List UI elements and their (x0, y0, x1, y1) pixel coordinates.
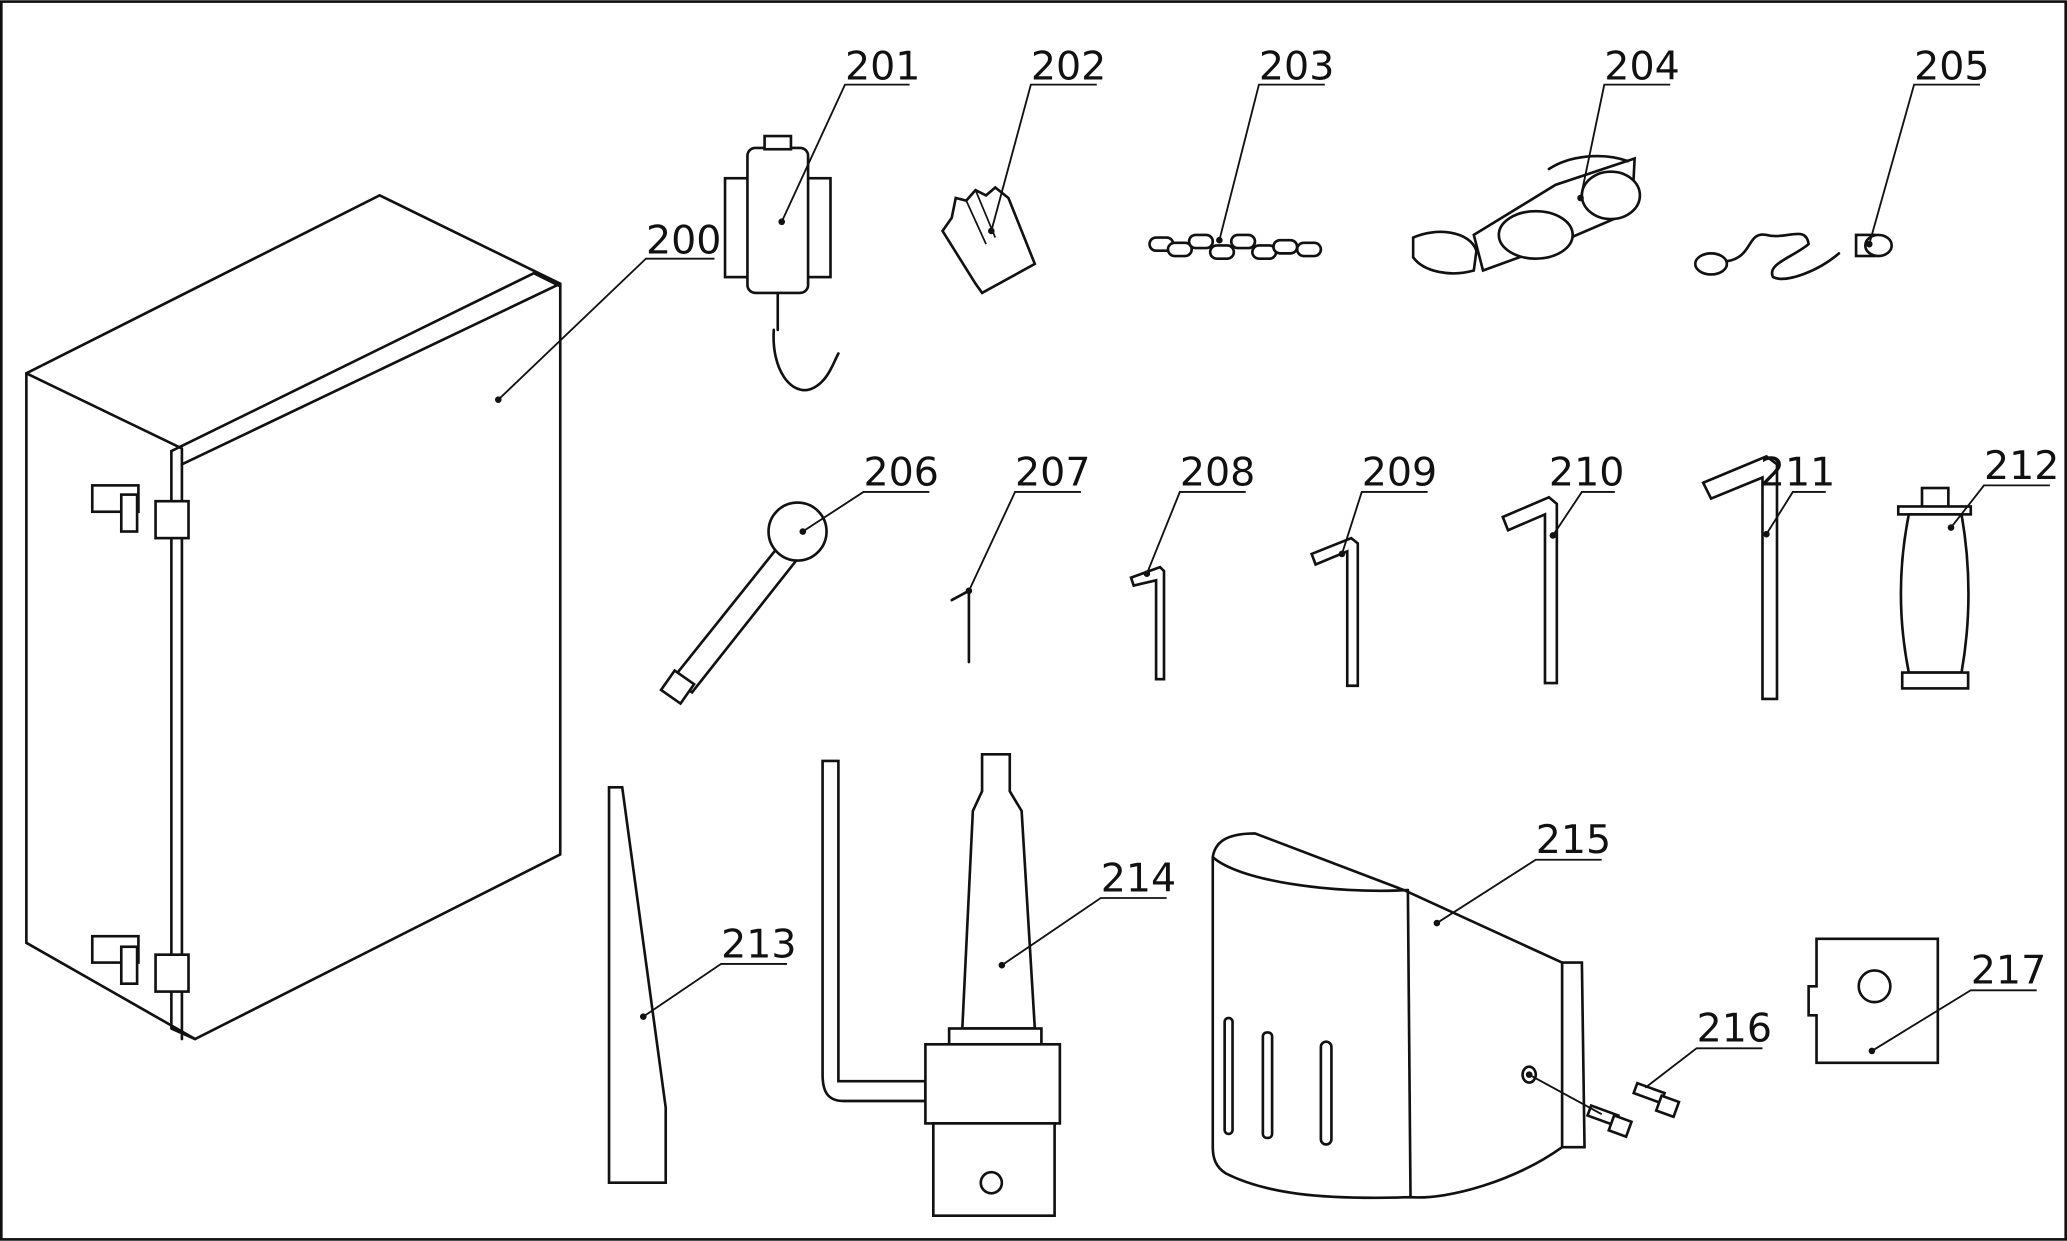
part-200-cabinet (25, 193, 562, 1041)
svg-text:216: 216 (1697, 1006, 1772, 1052)
part-208-hex-key (1129, 565, 1166, 681)
svg-text:212: 212 (1984, 443, 2059, 489)
callout-215: 215 (1433, 817, 1611, 927)
callout-206: 206 (799, 449, 939, 535)
part-202-glove (940, 185, 1037, 295)
callout-207: 207 (965, 449, 1090, 595)
callouts: 200 201 202 203 204 205 206 207 208 209 … (494, 43, 2059, 1115)
callout-211: 211 (1760, 449, 1835, 538)
part-212-handle (1896, 486, 1973, 690)
svg-text:206: 206 (863, 449, 938, 495)
svg-text:215: 215 (1536, 817, 1611, 863)
svg-text:209: 209 (1362, 449, 1437, 495)
part-201-bottle (723, 134, 840, 392)
part-211-hex-key (1701, 454, 1779, 701)
callout-209: 209 (1338, 449, 1437, 558)
callout-202: 202 (988, 43, 1106, 235)
callout-205: 205 (1865, 43, 1990, 248)
part-209-hex-key (1309, 536, 1360, 688)
svg-text:207: 207 (1015, 449, 1090, 495)
part-205-earplugs (1693, 232, 1893, 281)
svg-text:203: 203 (1259, 43, 1334, 89)
svg-text:217: 217 (1971, 948, 2046, 994)
callout-201: 201 (778, 43, 920, 226)
part-204-goggles (1411, 154, 1642, 275)
part-213-wedge (607, 785, 668, 1185)
svg-text:214: 214 (1101, 855, 1176, 901)
part-210-hex-key (1501, 495, 1559, 685)
callout-204: 204 (1577, 43, 1680, 202)
svg-text:202: 202 (1031, 43, 1106, 89)
part-214-holder (821, 752, 1062, 1218)
svg-text:210: 210 (1549, 449, 1624, 495)
callout-203: 203 (1216, 43, 1334, 244)
part-216-screws (1585, 1081, 1681, 1139)
callout-217: 217 (1868, 948, 2046, 1055)
part-217-plate (1807, 937, 1940, 1065)
svg-text:204: 204 (1604, 43, 1679, 89)
part-207-hex-key (950, 589, 971, 664)
part-215-bracket (1211, 832, 1586, 1200)
svg-text:200: 200 (646, 217, 721, 263)
part-206-tool (659, 501, 828, 706)
svg-text:211: 211 (1760, 449, 1835, 495)
part-203-chain (1148, 233, 1323, 260)
callout-212: 212 (1947, 443, 2059, 531)
callout-216: 216 (1525, 1006, 1772, 1115)
callout-210: 210 (1549, 449, 1624, 539)
callout-214: 214 (998, 855, 1176, 969)
callout-200: 200 (494, 217, 721, 403)
svg-text:205: 205 (1914, 43, 1989, 89)
callout-213: 213 (640, 921, 797, 1020)
callout-208: 208 (1143, 449, 1255, 577)
svg-text:213: 213 (721, 921, 796, 967)
svg-text:201: 201 (845, 43, 920, 89)
svg-text:208: 208 (1180, 449, 1255, 495)
